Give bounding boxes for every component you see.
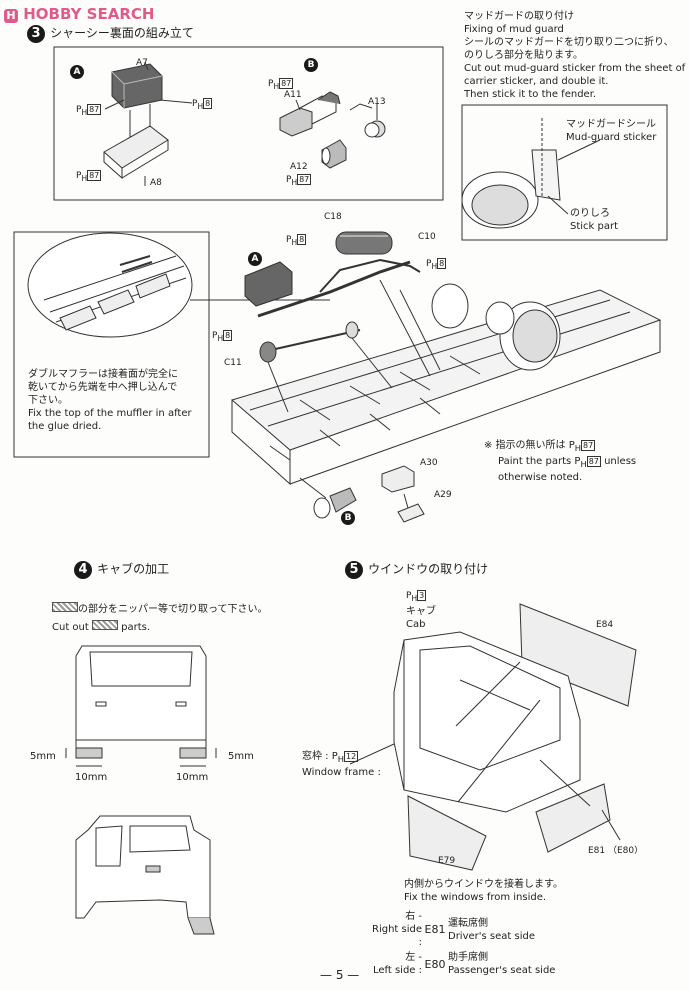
part-e81-e80: E81 （E80） bbox=[588, 846, 644, 856]
dim-5mm-left: 5mm bbox=[30, 751, 56, 762]
cab-en: Cab bbox=[406, 618, 426, 630]
right-side-label: 右 -Right side : bbox=[372, 911, 422, 948]
part-c11: C11 bbox=[224, 358, 242, 368]
muffler-en2: the glue dried. bbox=[28, 421, 102, 432]
chassis-a-label: A bbox=[248, 252, 262, 266]
part-a11: A11 bbox=[284, 90, 302, 100]
mudguard-en2: Cut out mud-guard sticker from the sheet… bbox=[464, 63, 686, 74]
inside-jp: 内側からウインドウを接着します。 bbox=[404, 879, 563, 890]
watermark-text: HOBBY SEARCH bbox=[23, 5, 155, 23]
part-a13: A13 bbox=[368, 97, 386, 107]
part-a12: A12 bbox=[290, 162, 308, 172]
page-number: — 5 — bbox=[320, 968, 360, 982]
part-c18: C18 bbox=[324, 212, 342, 222]
paint-note-en3: otherwise noted. bbox=[498, 472, 583, 483]
part-e79: E79 bbox=[438, 856, 456, 866]
step5-heading: 5 ウインドウの取り付け bbox=[345, 558, 488, 579]
muffler-jp2: 乾いてから先端を中へ押し込んで bbox=[28, 382, 178, 393]
left-side-part: E80 bbox=[424, 957, 446, 971]
panel-a-label: A bbox=[70, 65, 84, 79]
chassis-b-label: B bbox=[341, 511, 355, 525]
muffler-note: ダブルマフラーは接着面が完全に 乾いてから先端を中へ押し込んで 下さい。 Fix… bbox=[28, 368, 208, 433]
part-a7: A7 bbox=[136, 58, 148, 68]
mudguard-en4: Then stick it to the fender. bbox=[464, 89, 597, 100]
mudguard-jp2: シールのマッドガードを切り取り二つに折り、 bbox=[464, 37, 674, 48]
inside-note: 内側からウインドウを接着します。 Fix the windows from in… bbox=[404, 878, 563, 904]
watermark-logo: H HOBBY SEARCH bbox=[4, 5, 154, 23]
step5-number: 5 bbox=[345, 561, 363, 579]
step4-number: 4 bbox=[74, 561, 92, 579]
step3-number: 3 bbox=[27, 25, 45, 43]
dim-5mm-right: 5mm bbox=[228, 751, 254, 762]
muffler-note-frame bbox=[13, 231, 210, 458]
mudguard-jp1: マッドガードの取り付け bbox=[464, 11, 574, 22]
parts-panel-frame bbox=[53, 46, 444, 201]
panel-b-label: B bbox=[304, 58, 318, 72]
step3-heading: 3 シャーシー裏面の組み立て bbox=[27, 22, 194, 43]
step3-title: シャーシー裏面の組み立て bbox=[50, 26, 194, 40]
muffler-jp3: 下さい。 bbox=[28, 395, 68, 406]
left-side-label: 左 -Left side : bbox=[372, 952, 422, 976]
step4-en-post: parts. bbox=[121, 622, 151, 633]
step5-title: ウインドウの取り付け bbox=[368, 562, 489, 576]
cab-jp: キャブ bbox=[406, 605, 436, 617]
hobby-search-icon: H bbox=[4, 9, 18, 23]
mudguard-sticker-label: マッドガードシール Mud-guard sticker bbox=[566, 118, 656, 144]
muffler-en1: Fix the top of the muffler in after bbox=[28, 408, 192, 419]
part-a29: A29 bbox=[434, 490, 452, 500]
mudguard-inset-frame bbox=[461, 104, 668, 241]
part-a8: A8 bbox=[150, 178, 162, 188]
step4-en-pre: Cut out bbox=[52, 622, 89, 633]
right-side-part: E81 bbox=[424, 923, 446, 936]
step4-instruction-en: Cut out parts. bbox=[52, 620, 150, 634]
inside-en: Fix the windows from inside. bbox=[404, 892, 547, 903]
step4-title: キャブの加工 bbox=[97, 562, 170, 576]
part-e84: E84 bbox=[596, 620, 614, 630]
stick-part-label: のりしろ Stick part bbox=[570, 207, 618, 233]
step4-jp-text: の部分をニッパー等で切り取って下さい。 bbox=[78, 604, 268, 615]
sticker-jp: マッドガードシール bbox=[566, 119, 656, 130]
stick-jp: のりしろ bbox=[570, 208, 610, 219]
frame-en: Window frame : bbox=[302, 767, 381, 778]
mudguard-jp3: のりしろ部分を貼ります。 bbox=[464, 50, 583, 61]
mudguard-instructions: マッドガードの取り付け Fixing of mud guard シールのマッドガ… bbox=[464, 10, 689, 101]
part-c10: C10 bbox=[418, 232, 436, 242]
dim-10mm-left: 10mm bbox=[75, 772, 108, 783]
part-a30: A30 bbox=[420, 458, 438, 468]
dim-10mm-right: 10mm bbox=[176, 772, 209, 783]
sticker-en: Mud-guard sticker bbox=[566, 132, 657, 143]
step4-instruction-jp: の部分をニッパー等で切り取って下さい。 bbox=[52, 602, 268, 616]
hatch-swatch-icon bbox=[52, 602, 78, 612]
muffler-jp1: ダブルマフラーは接着面が完全に bbox=[28, 369, 178, 380]
mudguard-en1: Fixing of mud guard bbox=[464, 24, 564, 35]
mudguard-en3: carrier sticker, and double it. bbox=[464, 76, 609, 87]
hatch-swatch-icon-2 bbox=[91, 620, 118, 630]
stick-en: Stick part bbox=[570, 221, 619, 232]
step4-heading: 4 キャブの加工 bbox=[74, 558, 169, 579]
